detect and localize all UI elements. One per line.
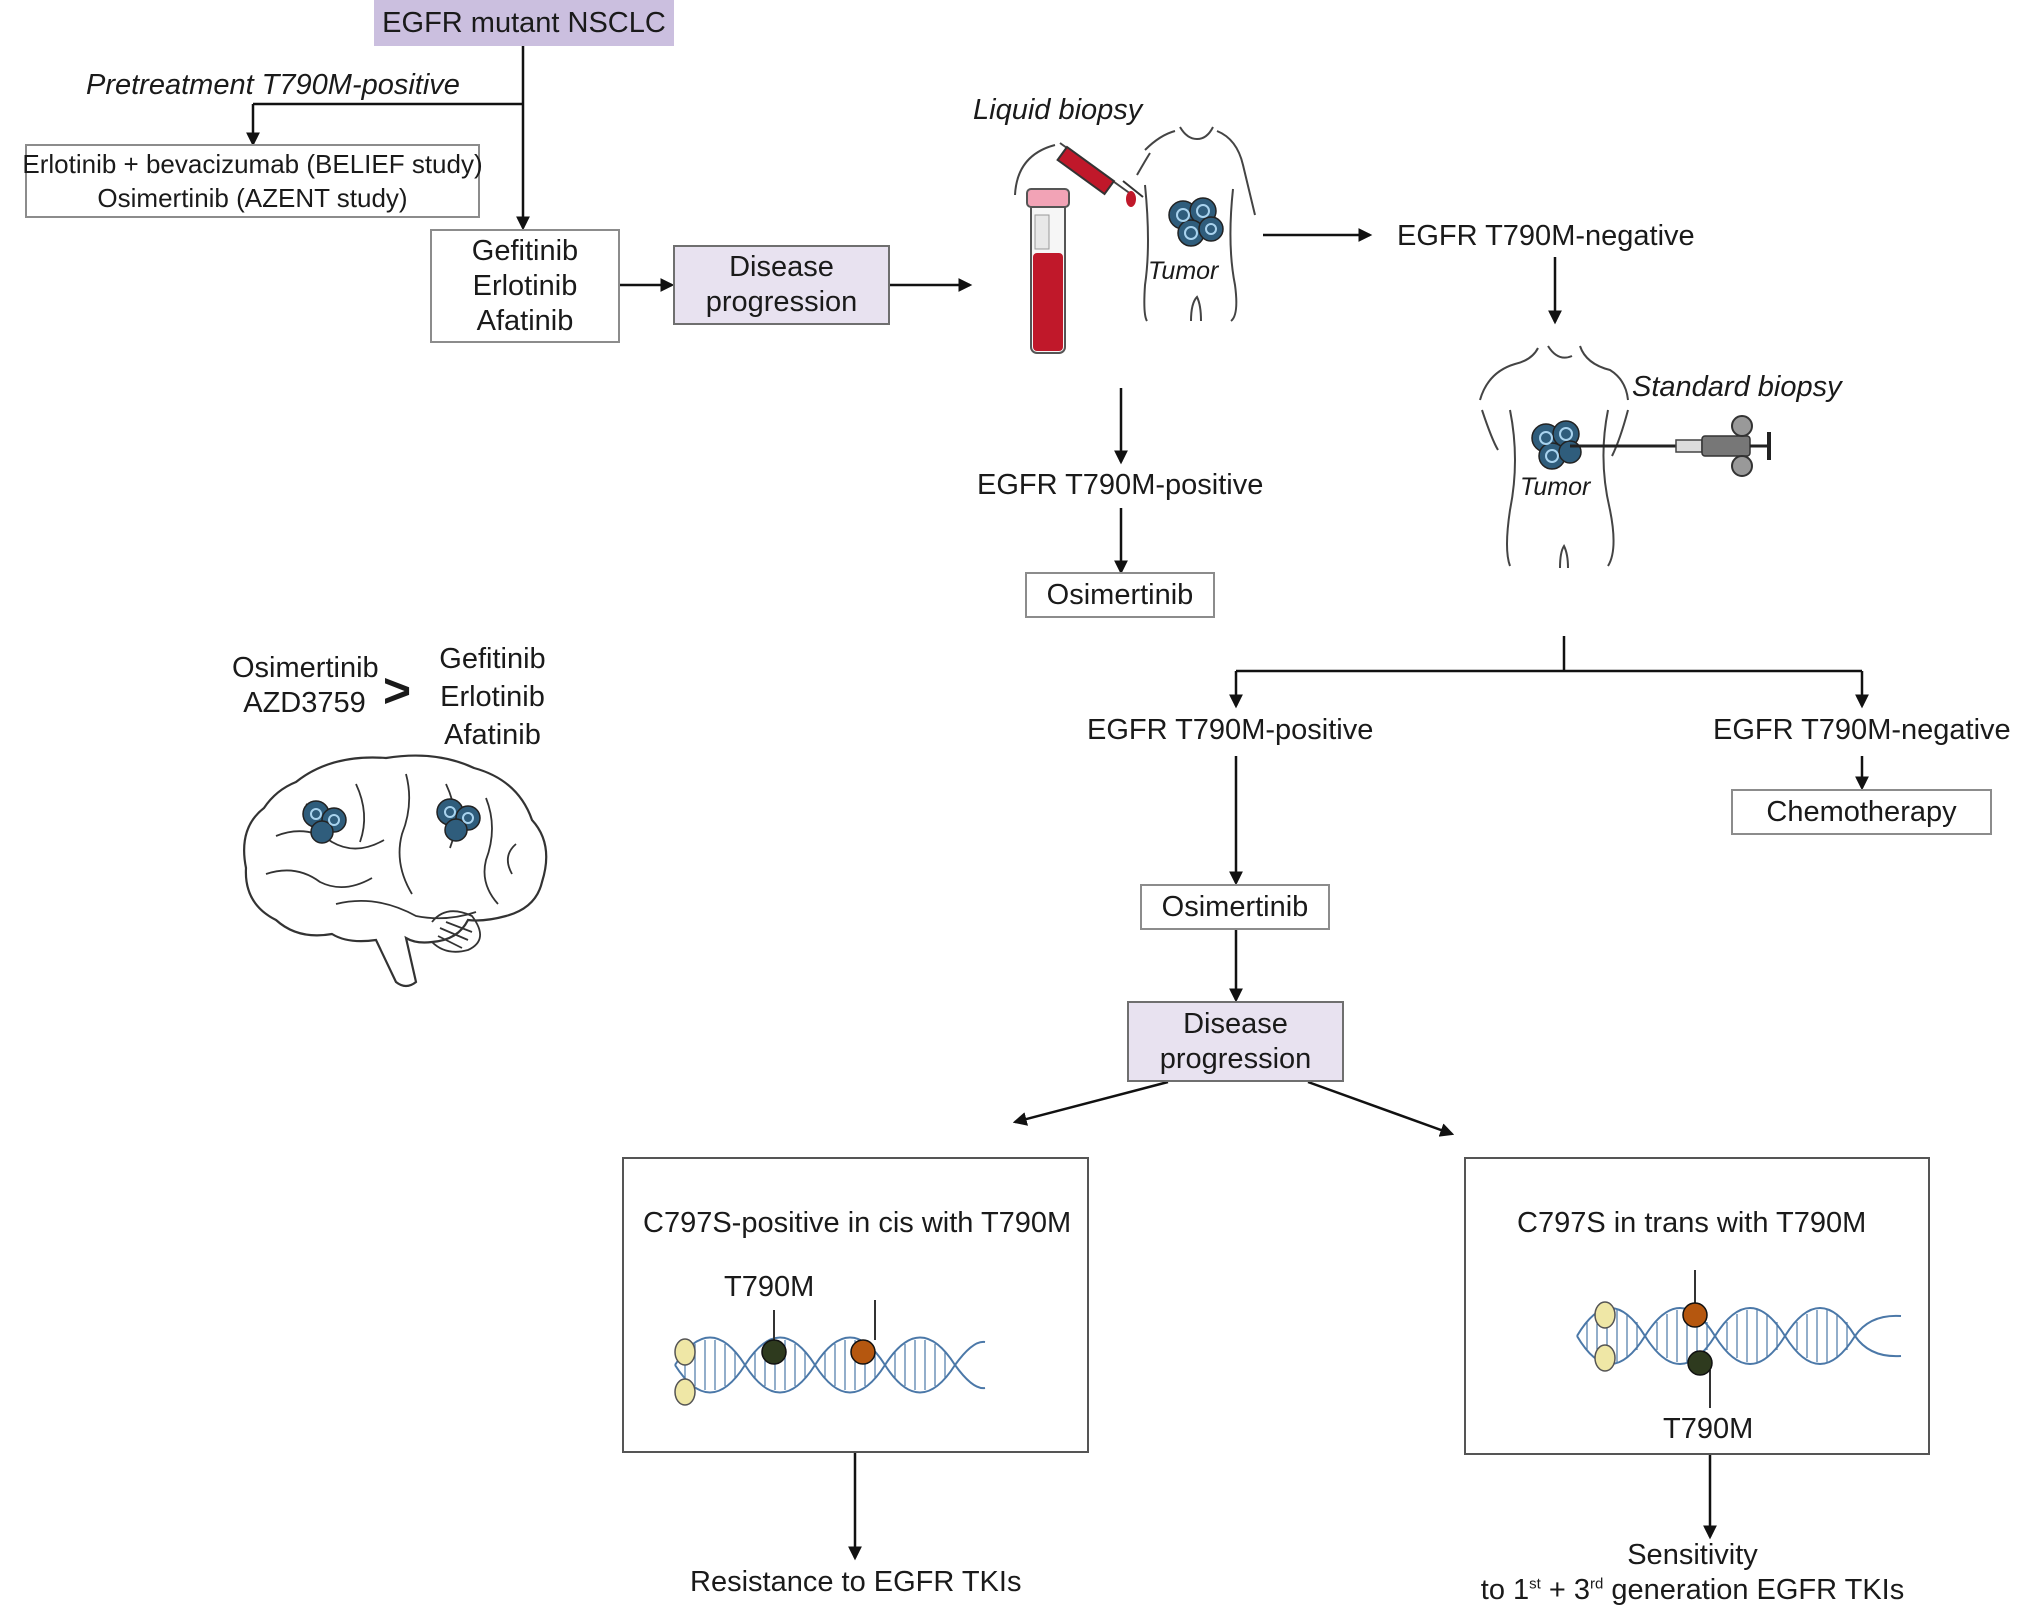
drug-item: Gefitinib: [471, 234, 579, 267]
trans-marker-label: T790M: [1663, 1413, 1754, 1445]
progression-line: Disease: [1183, 1007, 1288, 1040]
cns-drug: Osimertinib: [232, 652, 379, 684]
cns-left-list: Osimertinib AZD3759: [232, 651, 379, 721]
dna-helix-icon: [674, 1336, 986, 1394]
liquid-biopsy-illustration: [1014, 126, 1256, 354]
biopsy-needle-icon: [1570, 415, 1771, 477]
first-line-drugs-box: Gefitinib Erlotinib Afatinib: [430, 229, 620, 343]
cns-greater-than: >: [383, 665, 412, 718]
cns-drug: Gefitinib: [439, 643, 546, 675]
cis-outcome: Resistance to EGFR TKIs: [690, 1566, 1022, 1598]
torso-icon: [1136, 126, 1256, 322]
cis-dna-illustration: [674, 1300, 986, 1406]
torso-icon: [1479, 345, 1629, 569]
c797s-marker: [1682, 1302, 1708, 1328]
drug-molecule: [1594, 1344, 1616, 1372]
cis-panel: [622, 1157, 1089, 1453]
brain-icon: [243, 754, 548, 988]
cns-right-list: Gefitinib Erlotinib Afatinib: [430, 640, 555, 754]
t790m-marker: [1687, 1350, 1713, 1376]
blood-tube-icon: [1026, 188, 1070, 354]
pretreatment-option: Erlotinib + bevacizumab (BELIEF study): [22, 149, 483, 179]
liquid-positive-label: EGFR T790M-positive: [977, 469, 1264, 501]
osimertinib-box: Osimertinib: [1140, 884, 1330, 930]
treatment-label: Osimertinib: [1161, 890, 1309, 923]
trans-outcome-line1: Sensitivity: [1627, 1539, 1758, 1571]
progression-line: Disease: [729, 251, 834, 283]
pretreatment-option: Osimertinib (AZENT study): [97, 183, 408, 213]
progression-line: progression: [1159, 1042, 1312, 1075]
progression-line: progression: [705, 286, 858, 318]
tumor-icon: [1168, 197, 1224, 247]
drug-item: Erlotinib: [472, 269, 578, 302]
t790m-marker: [761, 1339, 787, 1365]
dna-helix-icon: [1576, 1307, 1902, 1365]
standard-biopsy-illustration: [1479, 345, 1771, 569]
standard-biopsy-label: Standard biopsy: [1632, 371, 1842, 403]
tumor-icon: [302, 798, 481, 844]
page-title: EGFR mutant NSCLC: [382, 6, 666, 39]
pretreatment-options-box: Erlotinib + bevacizumab (BELIEF study) O…: [22, 144, 483, 218]
trans-dna-illustration: [1576, 1270, 1902, 1408]
trans-outcome-line2: to 1st + 3rd generation EGFR TKIs: [1480, 1574, 1905, 1606]
treatment-label: Chemotherapy: [1766, 795, 1957, 828]
liquid-biopsy-label: Liquid biopsy: [973, 94, 1143, 126]
drug-molecule: [674, 1378, 696, 1406]
header-box: EGFR mutant NSCLC: [374, 0, 674, 46]
liquid-tumor-label: Tumor: [1148, 257, 1219, 285]
cns-drug: Erlotinib: [440, 681, 545, 713]
treatment-label: Osimertinib: [1046, 578, 1194, 611]
syringe-icon: [1014, 142, 1144, 207]
trans-panel: [1464, 1157, 1930, 1455]
biopsy-negative-label: EGFR T790M-negative: [1713, 714, 2011, 746]
cis-panel-title: C797S-positive in cis with T790M: [643, 1207, 1072, 1239]
drug-molecule: [1594, 1301, 1616, 1329]
standard-tumor-label: Tumor: [1520, 473, 1591, 501]
liquid-osimertinib-box: Osimertinib: [1025, 572, 1215, 618]
pretreatment-label: Pretreatment T790M-positive: [86, 69, 460, 101]
drug-molecule: [674, 1338, 696, 1366]
trans-panel-title: C797S in trans with T790M: [1517, 1207, 1867, 1239]
biopsy-positive-label: EGFR T790M-positive: [1087, 714, 1374, 746]
c797s-marker: [850, 1339, 876, 1365]
drug-item: Afatinib: [476, 304, 574, 337]
cns-drug: Afatinib: [444, 719, 541, 751]
progression-box-2: Disease progression: [1127, 1001, 1344, 1082]
progression-box-1: Disease progression: [673, 245, 890, 325]
cis-marker-label: T790M: [724, 1271, 815, 1303]
chemotherapy-box: Chemotherapy: [1731, 789, 1992, 835]
trans-outcome: Sensitivity to 1st + 3rd generation EGFR…: [1455, 1538, 1930, 1608]
liquid-negative-label: EGFR T790M-negative: [1397, 220, 1695, 252]
cns-drug: AZD3759: [243, 687, 366, 719]
